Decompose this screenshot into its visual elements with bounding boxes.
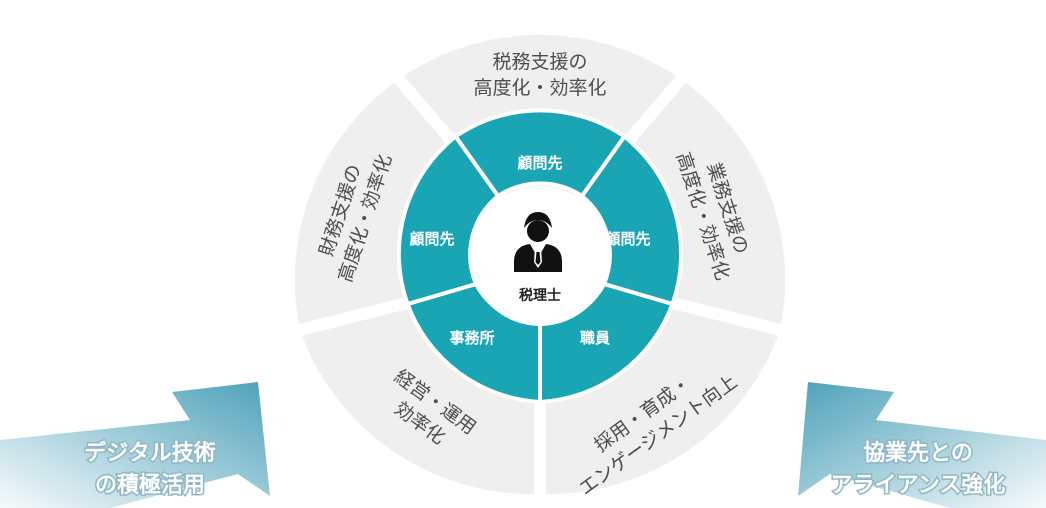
center-label: 税理士	[519, 287, 561, 304]
arrow-left-line1: デジタル技術	[84, 440, 216, 466]
inner-label-bottom-left: 事務所	[449, 329, 494, 347]
arrow-right-line2: アライアンス強化	[831, 472, 1006, 498]
inner-label-left: 顧問先	[409, 230, 454, 248]
outer-label-top-line1: 税務支援の	[492, 51, 587, 73]
arrow-right-line1: 協業先との	[863, 440, 973, 466]
inner-label-right: 顧問先	[605, 230, 650, 248]
arrow-left-line2: の積極活用	[95, 472, 205, 498]
inner-sector-right	[579, 133, 684, 307]
arrow-left: デジタル技術 の積極活用	[0, 382, 270, 508]
inner-label-bottom-right: 職員	[580, 329, 610, 347]
inner-ring	[396, 108, 684, 405]
outer-label-top: 税務支援の 高度化・効率化	[473, 51, 606, 99]
outer-label-top-line2: 高度化・効率化	[473, 77, 606, 99]
inner-label-top: 顧問先	[517, 154, 562, 172]
person-icon	[514, 212, 562, 272]
arrow-right: 協業先との アライアンス強化	[798, 382, 1046, 508]
arrow-right-shape	[798, 382, 1046, 508]
arrow-left-shape	[0, 382, 270, 508]
inner-sector-top	[452, 108, 628, 199]
